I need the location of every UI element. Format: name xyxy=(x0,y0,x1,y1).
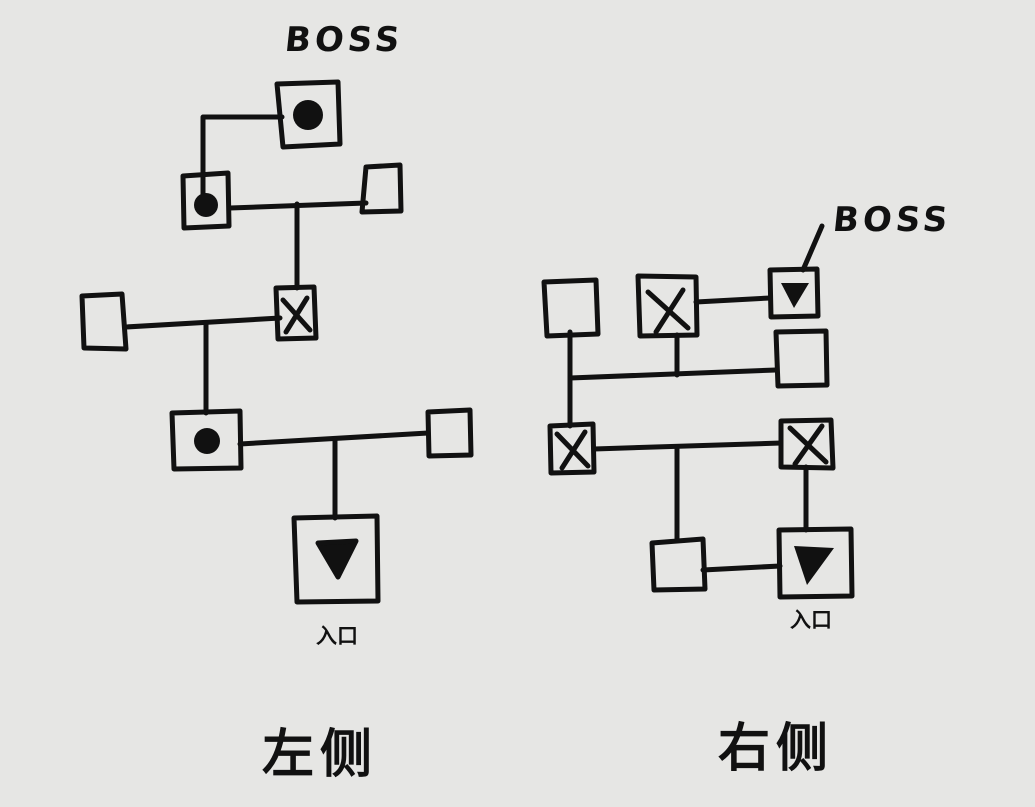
left-empty-room-upper-right xyxy=(359,162,404,215)
cross-marker-icon xyxy=(554,429,591,471)
cross-marker-icon xyxy=(787,423,829,467)
left-caption: 左侧 xyxy=(262,725,379,785)
connector-middle-row xyxy=(123,315,283,330)
entry-triangle-icon xyxy=(315,538,359,580)
entry-triangle-icon xyxy=(794,546,834,585)
right-boss-room xyxy=(767,223,825,320)
left-empty-room-lower-right xyxy=(425,407,474,459)
circle-marker-icon xyxy=(194,428,220,454)
left-connectors xyxy=(123,114,431,521)
connector-boss-link xyxy=(693,295,773,305)
cross-marker-icon xyxy=(645,287,691,335)
left-entry-room xyxy=(291,513,381,605)
left-boss-room xyxy=(274,79,343,150)
right-cross-room-right xyxy=(778,417,836,471)
cross-marker-icon xyxy=(280,295,313,335)
left-circle-room-lower xyxy=(169,408,244,472)
right-entry-room xyxy=(776,526,855,600)
right-empty-room-top-left xyxy=(541,277,601,339)
right-empty-room-bottom-left xyxy=(649,536,708,593)
boss-marker-icon xyxy=(781,283,809,308)
right-boss-label: BOSS xyxy=(830,200,954,240)
connector-bottom-row xyxy=(700,563,783,573)
left-boss-label: BOSS xyxy=(282,20,406,60)
connector-middle-row xyxy=(591,440,784,452)
circle-marker-icon xyxy=(194,193,218,217)
connector-boss-link xyxy=(200,114,285,210)
right-cross-room-top xyxy=(635,273,700,339)
left-entry-label: 入口 xyxy=(316,624,358,648)
boss-pointer-arrow xyxy=(800,223,825,273)
left-map xyxy=(79,79,474,605)
right-map xyxy=(541,223,855,600)
connector-upper-row xyxy=(567,367,779,381)
right-entry-label: 入口 xyxy=(790,608,832,632)
left-empty-room-middle-left xyxy=(79,291,129,352)
right-empty-room-right-upper xyxy=(773,328,830,389)
boss-marker-icon xyxy=(293,100,323,130)
right-connectors xyxy=(567,295,809,573)
right-caption: 右侧 xyxy=(718,719,835,779)
right-cross-room-left xyxy=(547,421,597,476)
left-circle-room-upper xyxy=(180,170,232,231)
left-cross-room xyxy=(273,284,319,342)
